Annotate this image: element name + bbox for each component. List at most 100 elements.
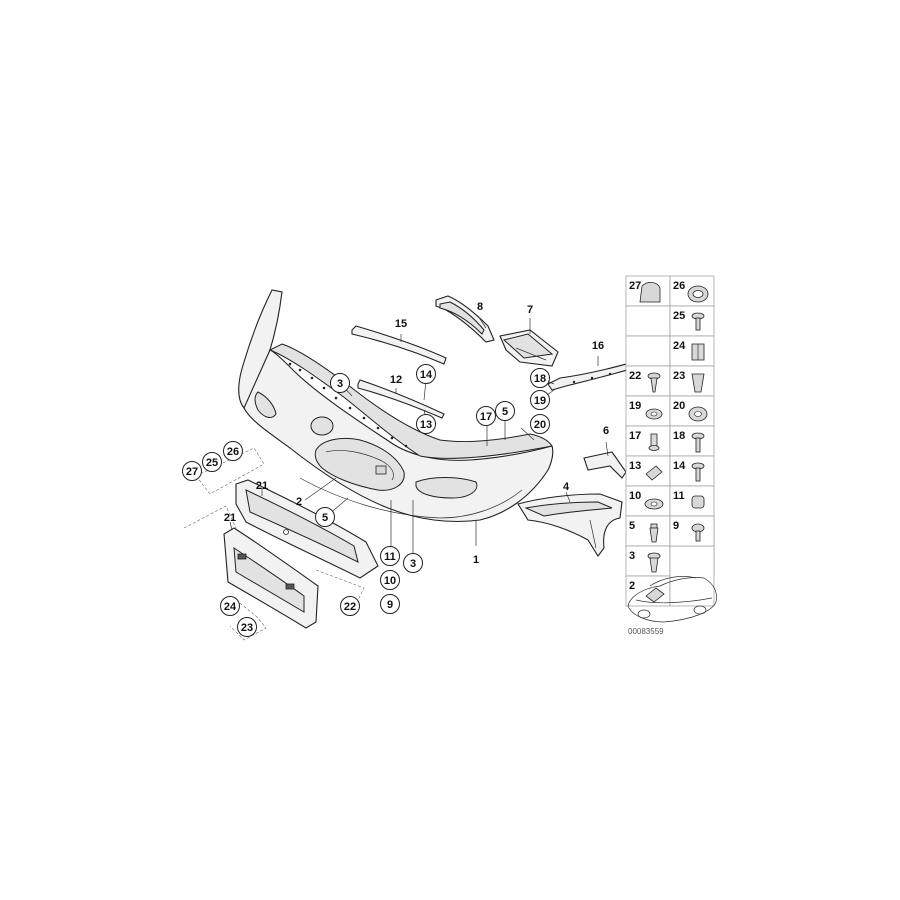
circled-part-label: 9 — [380, 594, 400, 614]
circled-part-label: 5 — [495, 401, 515, 421]
part-label: 10 — [384, 575, 396, 587]
circled-part-label: 3 — [403, 553, 423, 573]
label-circle — [476, 406, 496, 426]
hardware-label: 27 — [629, 280, 641, 292]
part-label: 2 — [296, 496, 302, 508]
hardware-item: 24 — [673, 340, 705, 361]
label-circle — [380, 570, 400, 590]
part-label: 3 — [410, 558, 416, 570]
circled-part-label: 26 — [223, 441, 243, 461]
part-label: 3 — [337, 378, 343, 390]
label-circle — [182, 461, 202, 481]
grouping-line — [315, 569, 365, 605]
hardware-item: 5 — [629, 520, 659, 543]
part-labels: 1245678121516212133559101113141718192022… — [182, 301, 609, 637]
label-circle — [495, 401, 515, 421]
hardware-label: 14 — [673, 460, 686, 472]
part-label: 5 — [322, 512, 328, 524]
hardware-label: 9 — [673, 520, 679, 532]
hardware-item: 23 — [673, 370, 705, 393]
leader-line — [565, 491, 571, 503]
part-label: 16 — [592, 340, 604, 352]
part-label: 15 — [395, 318, 407, 330]
bumper-cover — [238, 289, 554, 522]
hardware-label: 19 — [629, 400, 641, 412]
part-label: 18 — [534, 373, 546, 385]
label-circle — [223, 441, 243, 461]
thumbnail-cell — [669, 545, 715, 607]
hardware-label: 23 — [673, 370, 685, 382]
label-circle — [330, 373, 350, 393]
part-label: 4 — [563, 481, 570, 493]
circled-part-label: 3 — [330, 373, 350, 393]
hardware-item: 2 — [629, 580, 665, 603]
hardware-label: 26 — [673, 280, 685, 292]
licence-plate-frame — [223, 527, 319, 629]
hardware-label: 17 — [629, 430, 641, 442]
hardware-label: 18 — [673, 430, 685, 442]
licence-plate-base — [235, 479, 379, 579]
leader-line — [304, 477, 337, 501]
hardware-cell — [625, 305, 671, 337]
label-circle — [416, 364, 436, 384]
hardware-label: 25 — [673, 310, 685, 322]
part-label: 5 — [502, 406, 508, 418]
hardware-item: 22 — [629, 370, 661, 393]
hardware-cell — [669, 365, 715, 397]
hardware-label: 10 — [629, 490, 641, 502]
label-circle — [220, 596, 240, 616]
hardware-cell — [669, 305, 715, 337]
hardware-label: 20 — [673, 400, 685, 412]
label-circle — [380, 546, 400, 566]
bracket-6 — [583, 451, 627, 479]
part-label: 24 — [224, 601, 237, 613]
hardware-item: 11 — [673, 490, 705, 509]
hardware-item: 14 — [673, 460, 705, 482]
label-circle — [530, 390, 550, 410]
circled-part-label: 14 — [416, 364, 436, 384]
upper-strip-15 — [351, 325, 447, 365]
circled-part-label: 18 — [530, 368, 550, 388]
label-circle — [340, 596, 360, 616]
side-bracket-4 — [517, 493, 623, 557]
circled-part-label: 23 — [237, 617, 257, 637]
label-circle — [416, 414, 436, 434]
hardware-item: 19 — [629, 400, 663, 420]
hardware-item: 18 — [673, 430, 705, 453]
hardware-item: 20 — [673, 400, 708, 422]
part-label: 21 — [256, 480, 268, 492]
grouping-line — [183, 505, 237, 529]
hardware-cell — [625, 335, 671, 367]
image-code: 00083559 — [628, 627, 664, 636]
circled-part-label: 24 — [220, 596, 240, 616]
part-label: 9 — [387, 599, 393, 611]
hardware-item: 26 — [673, 280, 709, 303]
hardware-label: 2 — [629, 580, 635, 592]
part-label: 11 — [384, 551, 396, 563]
leader-line — [520, 427, 535, 441]
label-circle — [202, 452, 222, 472]
circled-part-label: 17 — [476, 406, 496, 426]
part-label: 6 — [603, 425, 609, 437]
hardware-item: 25 — [673, 310, 705, 331]
circled-part-label: 10 — [380, 570, 400, 590]
leader-line — [229, 521, 233, 531]
label-circle — [403, 553, 423, 573]
hardware-item: 17 — [629, 430, 660, 451]
car-thumbnail — [627, 576, 717, 623]
label-circle — [380, 594, 400, 614]
part-label: 20 — [534, 419, 546, 431]
circled-part-label: 22 — [340, 596, 360, 616]
part-label: 27 — [186, 466, 198, 478]
hardware-cell — [669, 425, 715, 457]
part-label: 19 — [534, 395, 546, 407]
hardware-label: 13 — [629, 460, 641, 472]
hardware-item: 9 — [673, 520, 705, 542]
hardware-cell — [625, 545, 671, 577]
hardware-item: 27 — [629, 280, 661, 303]
hardware-cell — [669, 515, 715, 547]
hardware-cell — [625, 575, 671, 607]
